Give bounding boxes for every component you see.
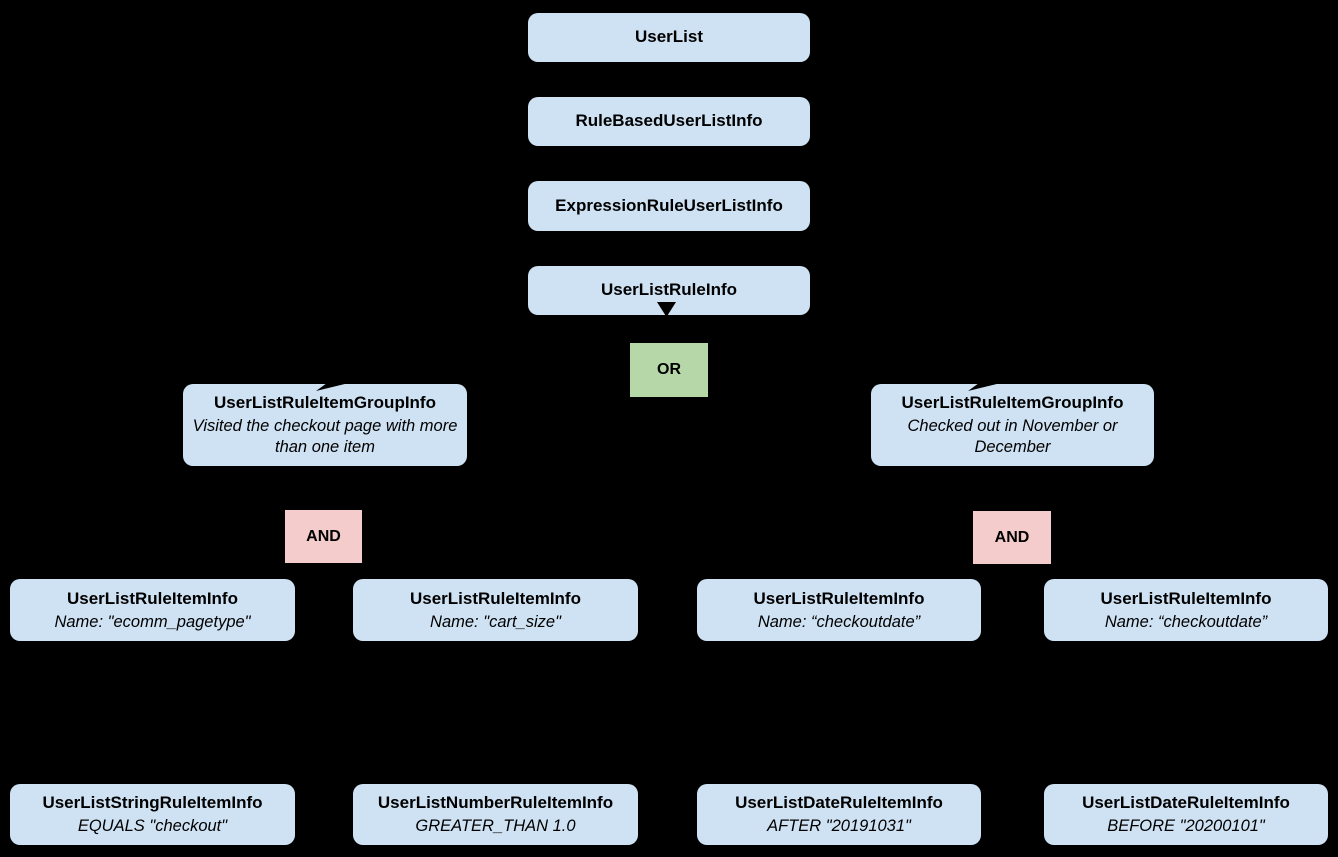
group-right-title: UserListRuleItemGroupInfo [901,393,1124,413]
operand-node-2: UserListNumberRuleItemInfo GREATER_THAN … [353,784,638,845]
operand-4-title: UserListDateRuleItemInfo [1082,793,1290,813]
group-right-desc: Checked out in November or December [907,417,1118,456]
rule-item-2-desc: Name: "cart_size" [430,612,561,631]
rule-item-4-title: UserListRuleItemInfo [1100,588,1272,608]
rule-item-1-title: UserListRuleItemInfo [67,588,238,608]
operand-3-desc: AFTER "20191031" [767,817,911,836]
group-left-desc: Visited the checkout page with more than… [192,417,458,456]
operand-3-title: UserListDateRuleItemInfo [735,793,943,813]
operand-1-desc: EQUALS "checkout" [77,817,228,836]
or-operator: OR [630,343,708,397]
and-operator-left: AND [285,510,362,563]
rule-item-1-desc: Name: "ecomm_pagetype" [54,612,251,631]
node-rulebaseduserlistinfo-label: RuleBasedUserListInfo [575,111,763,131]
group-node-right: UserListRuleItemGroupInfo Checked out in… [871,384,1154,466]
node-rulebaseduserlistinfo: RuleBasedUserListInfo [528,97,810,146]
rule-item-node-3: UserListRuleItemInfo Name: “checkoutdate… [697,579,981,641]
operand-4-desc: BEFORE "20200101" [1107,817,1265,836]
operand-2-desc: GREATER_THAN 1.0 [415,817,576,836]
rule-item-node-4: UserListRuleItemInfo Name: “checkoutdate… [1044,579,1328,641]
or-operator-label: OR [657,361,681,378]
operand-node-4: UserListDateRuleItemInfo BEFORE "2020010… [1044,784,1328,845]
rule-item-node-1: UserListRuleItemInfo Name: "ecomm_pagety… [10,579,295,641]
node-expressionruleuserlistinfo: ExpressionRuleUserListInfo [528,181,810,231]
and-operator-right-label: AND [994,528,1030,546]
operand-node-1: UserListStringRuleItemInfo EQUALS "check… [10,784,295,845]
operand-2-title: UserListNumberRuleItemInfo [377,793,614,813]
and-operator-right: AND [973,511,1051,564]
group-left-title: UserListRuleItemGroupInfo [214,393,436,413]
rule-item-4-desc: Name: “checkoutdate” [1104,612,1268,631]
rule-item-2-title: UserListRuleItemInfo [410,588,581,608]
node-userlist: UserList [528,13,810,62]
node-userlistruleinfo-label: UserListRuleInfo [600,280,738,300]
operand-1-title: UserListStringRuleItemInfo [42,793,263,813]
and-operator-left-label: AND [306,527,341,545]
rule-item-node-2: UserListRuleItemInfo Name: "cart_size" [353,579,638,641]
group-node-left: UserListRuleItemGroupInfo Visited the ch… [183,384,467,466]
node-userlist-label: UserList [634,27,704,47]
rule-item-3-title: UserListRuleItemInfo [753,588,925,608]
node-expressionruleuserlistinfo-label: ExpressionRuleUserListInfo [555,195,783,215]
rule-item-3-desc: Name: “checkoutdate” [757,612,921,631]
operand-node-3: UserListDateRuleItemInfo AFTER "20191031… [697,784,981,845]
